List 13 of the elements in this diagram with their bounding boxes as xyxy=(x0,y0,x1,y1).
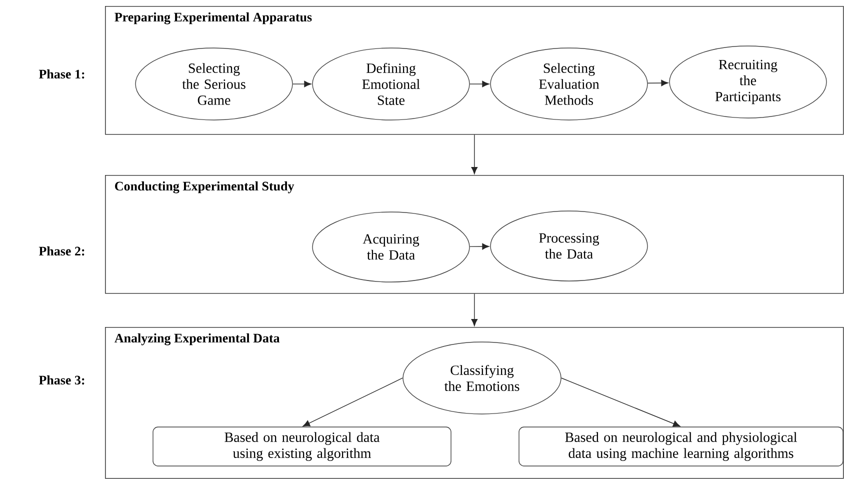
phase-label: Phase 3: xyxy=(38,375,84,385)
method-box: Based on neurological data using existing algorithm xyxy=(152,426,452,466)
arrow xyxy=(470,80,490,88)
method-box: Based on neurological and physiological data using machine learning algorithms xyxy=(518,426,844,466)
phase-label: Phase 2: xyxy=(38,246,84,256)
arrow xyxy=(302,378,403,426)
arrow xyxy=(471,293,478,326)
arrow xyxy=(471,134,478,174)
arrow xyxy=(561,378,680,427)
arrow xyxy=(647,80,668,86)
arrow xyxy=(292,80,312,88)
phase-label: Phase 1: xyxy=(38,69,84,79)
arrow xyxy=(469,243,490,250)
